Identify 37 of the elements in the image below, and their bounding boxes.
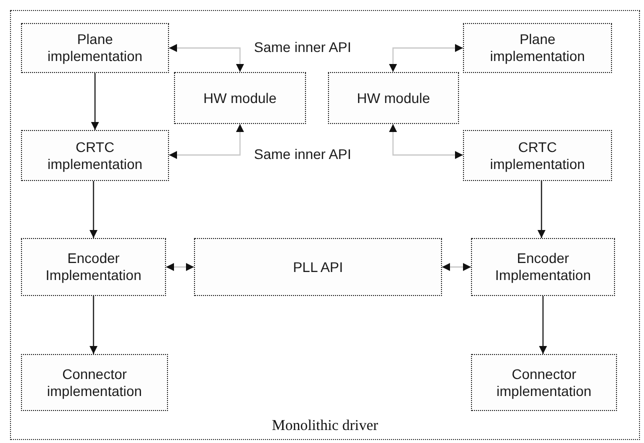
node-text: HW module: [356, 90, 430, 106]
arrow: [90, 296, 98, 354]
driver-container: [10, 10, 640, 440]
module-box: [21, 238, 166, 296]
arrow: [90, 181, 98, 238]
node-text: Plane implementation: [489, 31, 586, 65]
module-box: [471, 354, 617, 411]
arrow: [442, 263, 471, 271]
node-text: Encoder Implementation: [494, 250, 592, 284]
module-box: [471, 238, 615, 296]
module-box: [21, 354, 168, 411]
module-box: [21, 23, 169, 73]
module-box: [174, 72, 306, 124]
node-text: CRTC implementation: [46, 138, 144, 172]
module-box: [194, 238, 442, 296]
module-box: [463, 130, 612, 181]
node-text: Connector implementation: [46, 366, 143, 400]
arrow: [538, 181, 546, 238]
node-text: HW module: [203, 90, 277, 106]
arrow: [169, 124, 244, 159]
module-box: [328, 72, 459, 124]
node-text: Plane implementation: [46, 31, 144, 65]
arrow: [91, 73, 99, 130]
arrow: [166, 263, 194, 271]
arrow: [389, 124, 463, 159]
api-label: Same inner API: [254, 39, 352, 55]
module-box: [463, 23, 612, 73]
arrow: [539, 296, 547, 354]
node-text: PLL API: [292, 258, 344, 276]
arrow: [389, 44, 463, 72]
node-text: Encoder Implementation: [44, 250, 142, 284]
node-text: Connector implementation: [496, 366, 592, 400]
module-box: [21, 130, 169, 181]
api-label: Same inner API: [254, 146, 352, 162]
node-text: CRTC implementation: [489, 138, 586, 172]
arrow: [169, 44, 244, 72]
container-title: Monolithic driver: [270, 418, 380, 435]
